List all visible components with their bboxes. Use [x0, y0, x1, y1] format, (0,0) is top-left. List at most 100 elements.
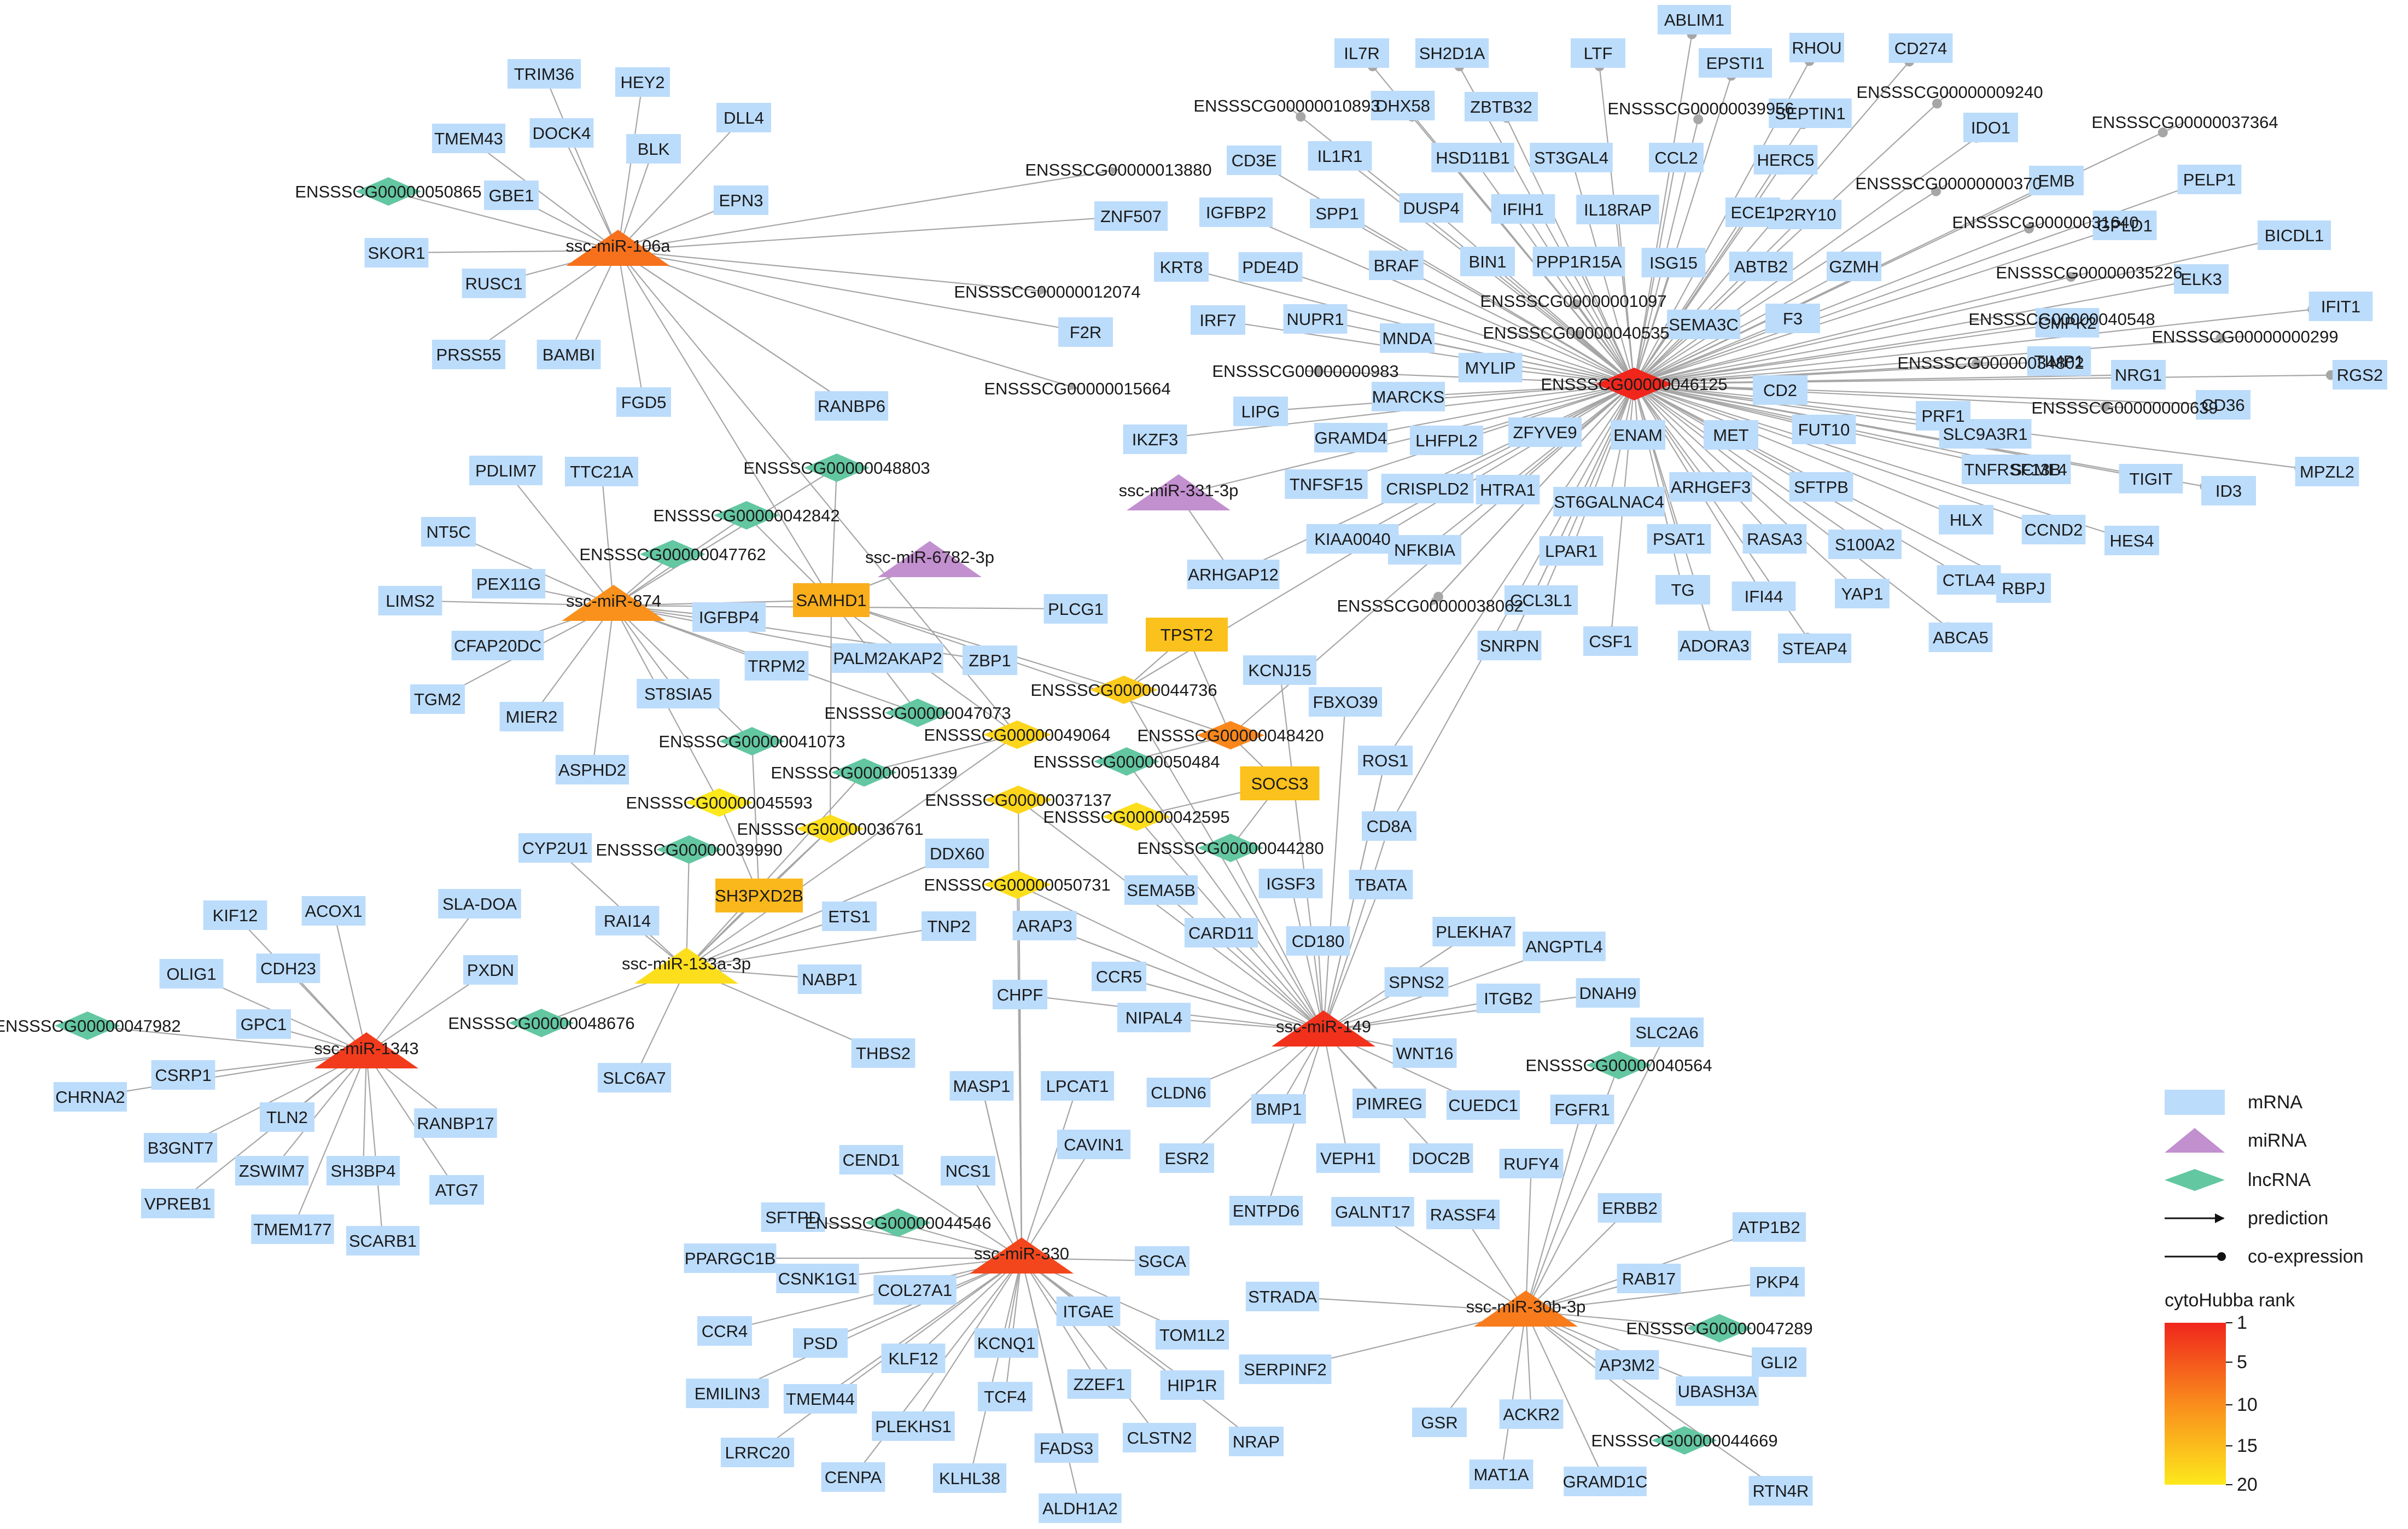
node-ccr4[interactable]	[697, 1316, 752, 1346]
node-ssc-mir-6782-3p[interactable]	[878, 541, 982, 577]
node-st6galnac4[interactable]	[1553, 487, 1665, 516]
node-enssscg00000039990[interactable]	[656, 835, 722, 864]
node-sh3bp4[interactable]	[326, 1156, 400, 1185]
node-enssscg00000050731[interactable]	[983, 870, 1051, 899]
node-ros1[interactable]	[1358, 746, 1413, 775]
node-isg15[interactable]	[1641, 248, 1706, 277]
node-septin1[interactable]	[1769, 98, 1852, 128]
node-enssscg00000050865[interactable]	[355, 177, 421, 206]
node-mnda[interactable]	[1380, 323, 1435, 353]
node-vpreb1[interactable]	[141, 1189, 215, 1218]
node-prss55[interactable]	[432, 340, 506, 369]
node-plekha7[interactable]	[1432, 917, 1515, 946]
node-ccnd2[interactable]	[2021, 515, 2086, 544]
node-s100a2[interactable]	[1828, 530, 1902, 559]
node-elk3[interactable]	[2174, 264, 2229, 294]
node-sh2d1a[interactable]	[1415, 38, 1489, 68]
node-cd2[interactable]	[1753, 375, 1808, 405]
node-kif12[interactable]	[203, 900, 267, 930]
node-cenpa[interactable]	[821, 1462, 885, 1492]
node-enssscg00000041073[interactable]	[719, 727, 785, 755]
node-ssc-mir-874[interactable]	[562, 585, 666, 621]
node-krt8[interactable]	[1154, 252, 1209, 282]
node-sh3pxd2b[interactable]	[715, 879, 803, 912]
node-ssc-mir-330[interactable]	[970, 1237, 1074, 1274]
node-timp1[interactable]	[2027, 346, 2091, 376]
node-znf507[interactable]	[1094, 201, 1168, 231]
node-cyp2u1[interactable]	[518, 833, 592, 863]
node-st3gal4[interactable]	[1530, 143, 1613, 172]
node-crispld2[interactable]	[1381, 474, 1474, 503]
node-ssc-mir-133a-3p[interactable]	[634, 947, 738, 984]
node-igfbp2[interactable]	[1199, 197, 1273, 227]
node-emb[interactable]	[2029, 166, 2084, 195]
node-zbp1[interactable]	[963, 646, 1017, 675]
node-emilin3[interactable]	[686, 1379, 769, 1408]
node-card11[interactable]	[1184, 918, 1258, 947]
node-fut10[interactable]	[1792, 415, 1856, 444]
node-rai14[interactable]	[595, 906, 660, 935]
node-irf7[interactable]	[1191, 305, 1245, 335]
node-galnt17[interactable]	[1331, 1197, 1414, 1226]
node-snrpn[interactable]	[1477, 631, 1542, 660]
node-ssc-mir-149[interactable]	[1272, 1010, 1375, 1047]
node-bicdl1[interactable]	[2257, 220, 2331, 250]
node-braf[interactable]	[1369, 251, 1424, 280]
node-b3gnt7[interactable]	[143, 1133, 218, 1162]
node-st8sia5[interactable]	[637, 679, 720, 708]
node-hlx[interactable]	[1939, 505, 1993, 534]
node-entpd6[interactable]	[1229, 1196, 1303, 1225]
node-enssscg00000048676[interactable]	[509, 1009, 574, 1037]
node-psat1[interactable]	[1647, 524, 1711, 554]
node-hsd11b1[interactable]	[1431, 143, 1514, 172]
node-erbb2[interactable]	[1597, 1193, 1662, 1223]
node-enssscg00000047289[interactable]	[1687, 1314, 1752, 1342]
node-gramd1c[interactable]	[1564, 1467, 1647, 1496]
node-pkp4[interactable]	[1750, 1267, 1805, 1297]
node-dusp4[interactable]	[1399, 193, 1464, 223]
node-pxdn[interactable]	[463, 955, 518, 985]
node-aldh1a2[interactable]	[1039, 1493, 1122, 1523]
node-sema5b[interactable]	[1124, 875, 1198, 905]
node-tnfsf15[interactable]	[1285, 469, 1368, 499]
node-fgfr1[interactable]	[1550, 1095, 1614, 1124]
node-sgca[interactable]	[1135, 1246, 1190, 1276]
node-gramd4[interactable]	[1314, 423, 1388, 452]
node-ablim1[interactable]	[1657, 5, 1731, 34]
node-nupr1[interactable]	[1283, 304, 1348, 334]
node-sla-doa[interactable]	[438, 889, 521, 918]
node-cmpk2[interactable]	[2035, 308, 2100, 338]
node-arap3[interactable]	[1012, 911, 1077, 940]
node-itgae[interactable]	[1056, 1297, 1121, 1326]
node-klf12[interactable]	[881, 1344, 946, 1373]
node-abtb2[interactable]	[1729, 252, 1793, 281]
node-cldn6[interactable]	[1146, 1078, 1211, 1107]
node-ssc-mir-106a[interactable]	[566, 230, 670, 266]
node-palm2akap2[interactable]	[832, 643, 943, 673]
node-tom1l2[interactable]	[1155, 1320, 1229, 1350]
node-kcnq1[interactable]	[974, 1328, 1039, 1358]
node-sftpd[interactable]	[761, 1202, 825, 1232]
node-chrna2[interactable]	[53, 1082, 127, 1112]
node-hes4[interactable]	[2104, 526, 2159, 555]
node-serpinf2[interactable]	[1239, 1354, 1332, 1384]
node-tcf4[interactable]	[978, 1382, 1033, 1411]
node-hip1r[interactable]	[1160, 1370, 1225, 1400]
node-arhgef3[interactable]	[1669, 472, 1752, 502]
node-asphd2[interactable]	[555, 755, 629, 784]
node-rufy4[interactable]	[1499, 1149, 1564, 1178]
node-ackr2[interactable]	[1499, 1399, 1564, 1429]
node-enssscg00000046125[interactable]	[1596, 368, 1672, 400]
node-ikzf3[interactable]	[1123, 425, 1187, 454]
node-csnk1g1[interactable]	[776, 1264, 859, 1293]
node-enssscg00000049064[interactable]	[983, 720, 1051, 749]
node-ssc-mir-331-3p[interactable]	[1127, 474, 1231, 510]
node-spp1[interactable]	[1310, 199, 1365, 228]
node-fgd5[interactable]	[616, 387, 671, 417]
node-plcg1[interactable]	[1043, 594, 1108, 624]
node-cd180[interactable]	[1286, 926, 1350, 956]
node-slc2a6[interactable]	[1630, 1018, 1704, 1047]
node-rassf4[interactable]	[1426, 1200, 1500, 1229]
node-epsti1[interactable]	[1698, 48, 1773, 78]
node-bambi[interactable]	[537, 340, 601, 369]
